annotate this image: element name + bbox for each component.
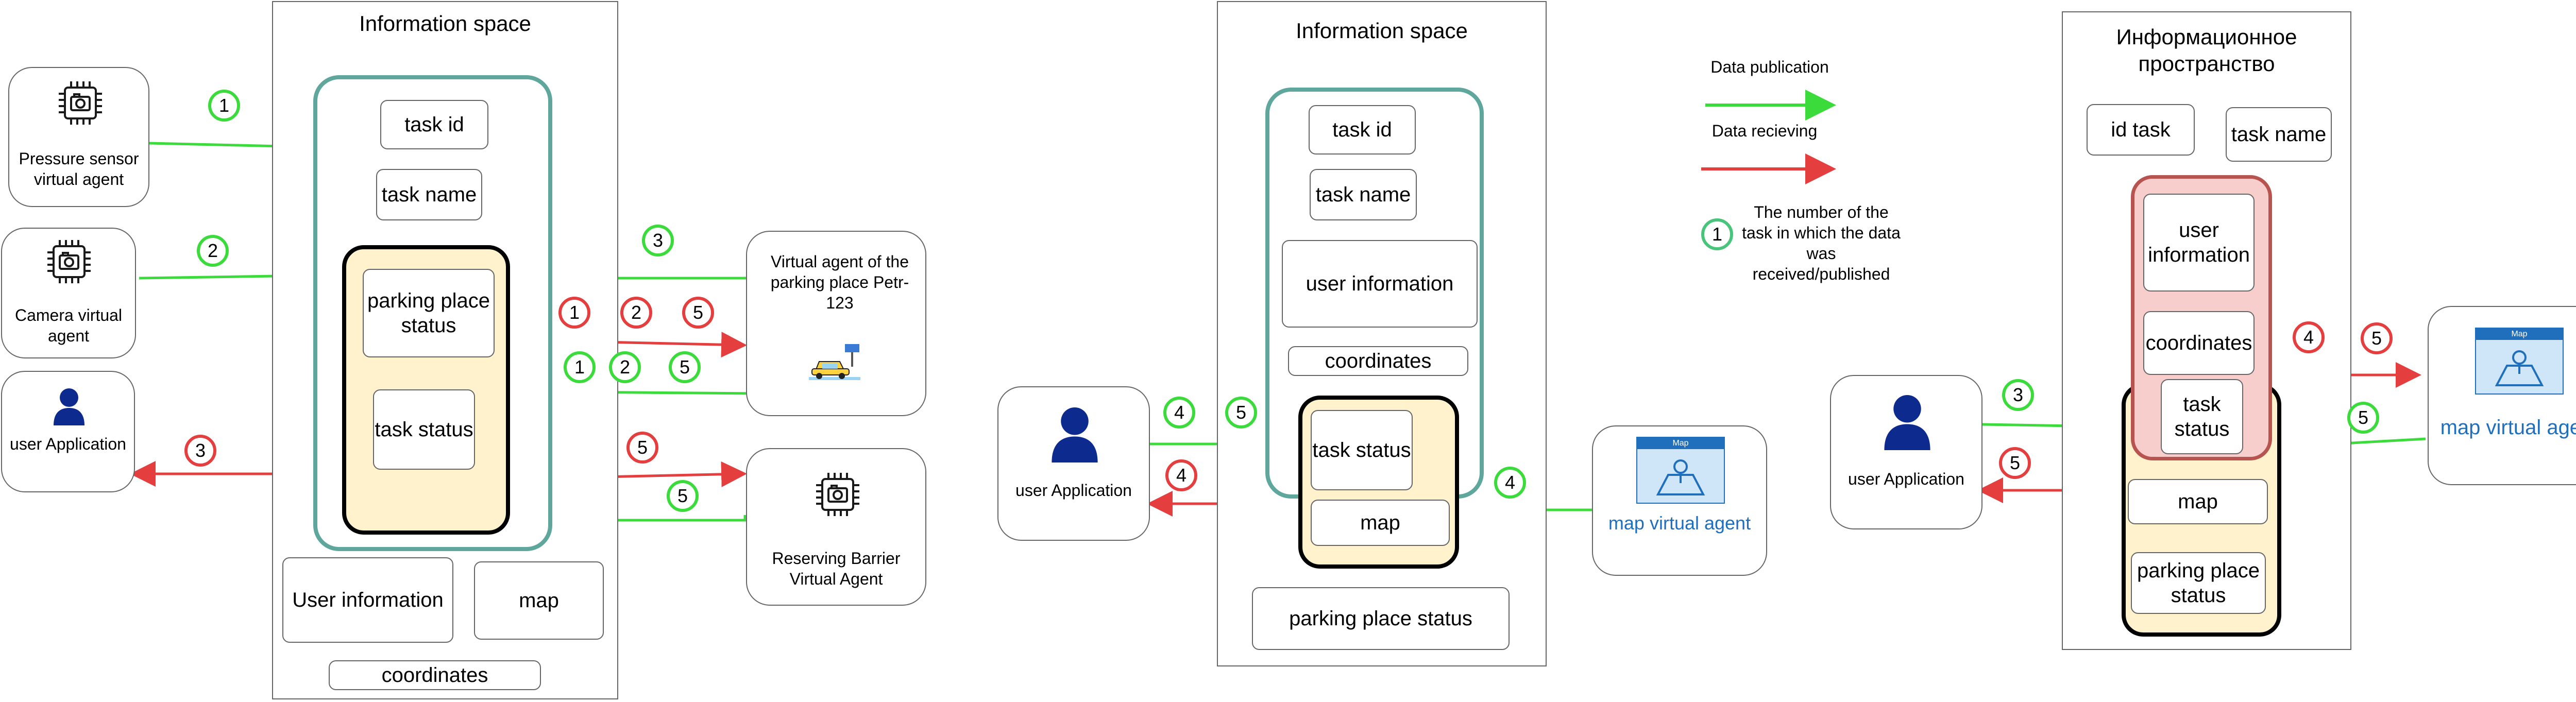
agent-label: map virtual agent [1608, 512, 1751, 534]
field-task-name: task name [1310, 169, 1417, 220]
agent-label: user Application [10, 435, 126, 453]
field-parking-place-status: parking place status [1252, 587, 1510, 650]
legend-task-badge: 1 [1701, 218, 1733, 250]
field-coordinates: coordinates [1288, 346, 1468, 376]
field-user-information: user information [2143, 194, 2255, 292]
agent-label: user Application [1015, 481, 1132, 500]
legend-publication-label: Data publication [1710, 58, 1829, 76]
legend-receiving-label: Data recieving [1711, 122, 1818, 140]
map-icon-label: Map [1637, 438, 1724, 449]
legend-number-description: The number of the task in which the data… [1742, 203, 1901, 283]
task-number-badge: 5 [2361, 322, 2393, 354]
field-user-information: User information [282, 557, 453, 643]
user-application-agent: user Application [1, 371, 135, 492]
task-number-badge: 4 [1163, 397, 1195, 429]
map-virtual-agent: Map map virtual agent [2428, 306, 2576, 485]
cpu-camera-icon [816, 473, 859, 516]
field-map: map [1311, 500, 1450, 546]
map-icon: Map [2475, 328, 2564, 395]
cpu-camera-icon [47, 240, 91, 283]
map-icon-label: Map [2476, 329, 2563, 340]
task-number-badge: 1 [208, 90, 240, 122]
camera-agent: Camera virtual agent [1, 228, 136, 358]
car-parking-icon [809, 344, 860, 380]
field-parking-place-status: parking place status [363, 269, 495, 357]
task-number-badge: 5 [626, 432, 658, 464]
field-map: map [2128, 479, 2268, 524]
field-task-status: task status [1311, 410, 1413, 490]
task-number-badge: 5 [1999, 447, 2031, 479]
user-icon [1884, 395, 1930, 450]
map-virtual-agent: Map map virtual agent [1592, 425, 1767, 576]
field-user-information: user information [1282, 240, 1478, 328]
space-title: Information space [1296, 19, 1468, 43]
task-number-badge: 3 [642, 225, 674, 256]
task-group-outline [313, 75, 552, 551]
agent-label: map virtual agent [2440, 416, 2576, 439]
agent-label: Camera virtual agent [14, 306, 123, 345]
parking-place-agent: Virtual agent of the parking place Petr-… [746, 231, 926, 416]
task-number-badge: 1 [558, 297, 590, 329]
agent-label: user Application [1848, 470, 1964, 488]
map-icon: Map [1636, 437, 1725, 504]
task-number-badge: 2 [197, 235, 229, 267]
task-number-badge: 4 [2293, 321, 2325, 353]
cpu-camera-icon [59, 81, 102, 125]
task-number-badge: 4 [1494, 467, 1526, 499]
reserving-barrier-agent: Reserving Barrier Virtual Agent [746, 448, 926, 606]
field-task-status: task status [373, 389, 475, 470]
agent-label: Pressure sensor virtual agent [19, 149, 139, 189]
task-number-badge: 2 [620, 297, 652, 329]
field-task-id: task id [380, 100, 488, 149]
field-task-name: task name [376, 169, 482, 220]
task-number-badge: 5 [1225, 397, 1257, 429]
field-parking-place-status: parking place status [2131, 552, 2266, 614]
user-icon [54, 388, 84, 425]
task-number-badge: 5 [682, 297, 714, 329]
field-id-task: id task [2087, 104, 2195, 156]
space-title: Информационное пространство [2116, 25, 2297, 76]
field-map: map [474, 561, 604, 640]
user-application-agent: user Application [997, 386, 1150, 541]
field-coordinates: coordinates [2143, 311, 2255, 375]
agent-label: Virtual agent of the parking place Petr-… [770, 252, 909, 312]
field-task-status: task status [2161, 379, 2243, 454]
task-number-badge: 3 [184, 435, 216, 467]
space-title: Information space [359, 11, 531, 36]
pressure-sensor-agent: Pressure sensor virtual agent [8, 67, 149, 207]
user-icon [1052, 407, 1098, 463]
field-task-id: task id [1309, 105, 1416, 155]
agent-label: Reserving Barrier Virtual Agent [772, 549, 901, 588]
task-number-badge: 4 [1165, 459, 1197, 491]
task-number-badge: 2 [609, 351, 641, 383]
task-number-badge: 3 [2002, 379, 2034, 411]
field-task-name: task name [2226, 107, 2332, 162]
task-number-badge: 5 [667, 480, 699, 512]
task-number-badge: 5 [669, 351, 701, 383]
task-number-badge: 5 [2347, 402, 2379, 434]
user-application-agent: user Application [1830, 375, 1982, 529]
field-coordinates: coordinates [329, 660, 541, 690]
task-number-badge: 1 [564, 351, 596, 383]
